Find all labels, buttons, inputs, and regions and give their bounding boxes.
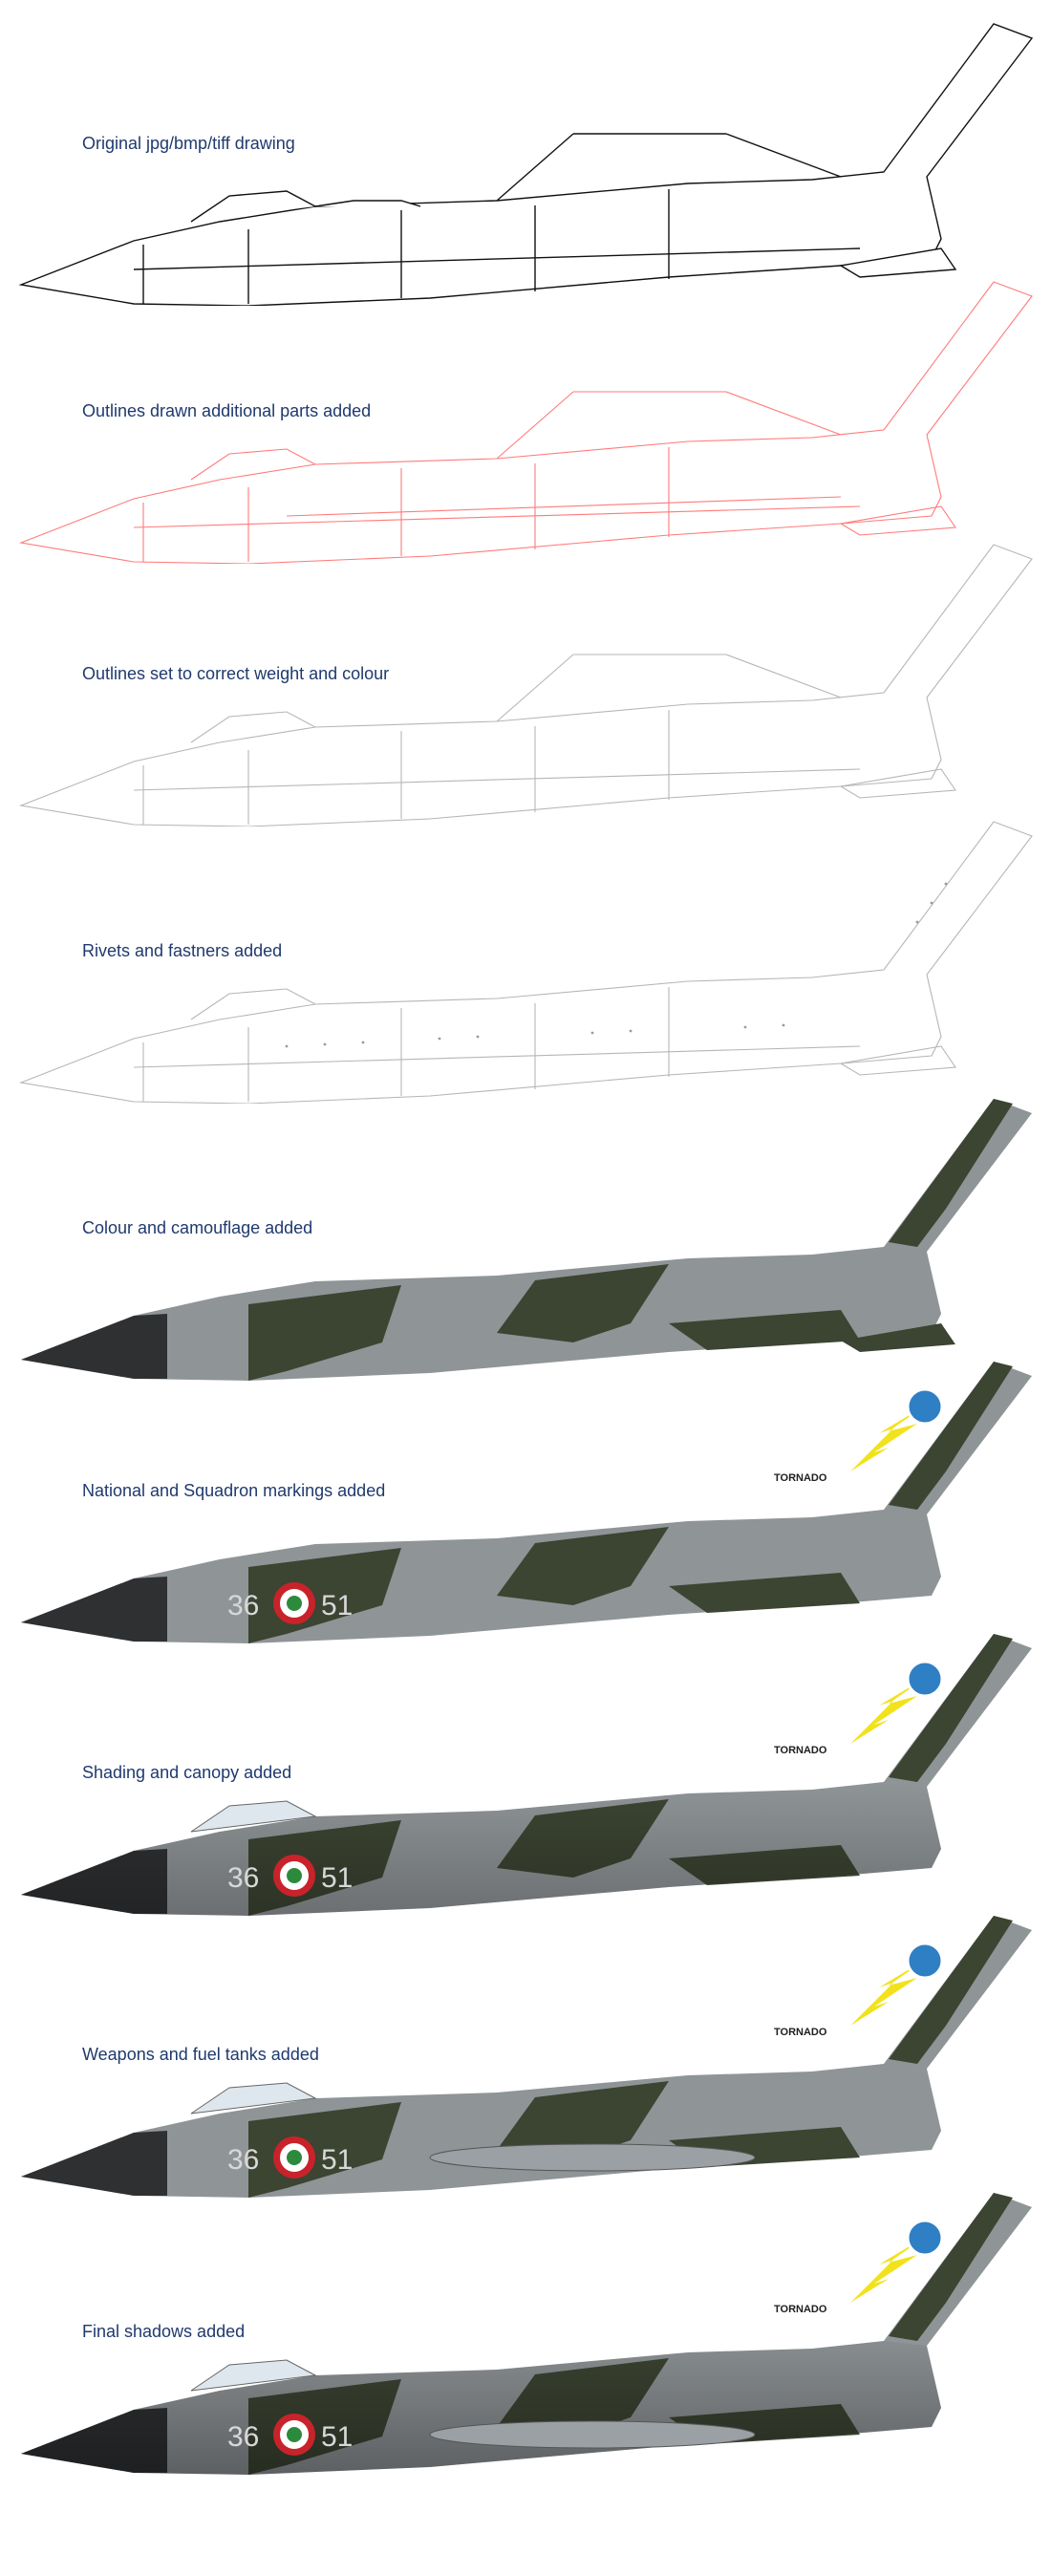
code-left: 36	[227, 2421, 259, 2453]
lightning-emblem	[850, 1677, 927, 1744]
stage-label: Original jpg/bmp/tiff drawing	[82, 134, 295, 153]
stage-label: Final shadows added	[82, 2322, 246, 2341]
code-right: 51	[321, 1862, 353, 1894]
squadron-emblem	[906, 1942, 944, 1980]
aircraft-shaded: 36 51 TORNADO	[21, 1634, 1032, 1916]
roundel	[273, 1855, 315, 1897]
stage-label: Weapons and fuel tanks added	[82, 2045, 319, 2064]
roundel	[273, 2414, 315, 2456]
stage-outlines-drawn: Outlines drawn additional parts added	[0, 277, 1051, 564]
stage-label: Outlines set to correct weight and colou…	[82, 664, 390, 683]
stage-label: Colour and camouflage added	[82, 1218, 313, 1237]
roundel	[273, 1582, 315, 1624]
code-right: 51	[321, 1590, 353, 1621]
tail-text: TORNADO	[774, 1472, 827, 1484]
stage-markings: National and Squadron markings added 36 …	[0, 1357, 1051, 1643]
aircraft-final: 36 51 TORNADO	[21, 2193, 1032, 2475]
lightning-emblem	[850, 2236, 927, 2303]
aircraft-markings: 36 51 TORNADO	[21, 1362, 1032, 1643]
lightning-emblem	[850, 1959, 927, 2026]
squadron-emblem	[906, 1387, 944, 1426]
stage-original-drawing: Original jpg/bmp/tiff drawing	[0, 19, 1051, 306]
missile-pod	[429, 2143, 756, 2172]
stage-final-shadows: Final shadows added 36 51 TORNADO	[0, 2188, 1051, 2475]
tail-text: TORNADO	[774, 2027, 827, 2038]
stage-label: Shading and canopy added	[82, 1763, 292, 1782]
tail-text: TORNADO	[774, 1745, 827, 1756]
squadron-emblem	[906, 1660, 944, 1698]
aircraft-lineart-grey	[18, 544, 1033, 826]
stage-label: Outlines drawn additional parts added	[82, 401, 372, 420]
aircraft-camouflage	[21, 1099, 1032, 1381]
missile-pod	[429, 2420, 756, 2449]
code-left: 36	[227, 2144, 259, 2176]
stage-rivets: Rivets and fastners added	[0, 817, 1051, 1104]
stage-label: National and Squadron markings added	[82, 1481, 386, 1500]
roundel	[273, 2136, 315, 2179]
code-right: 51	[321, 2144, 353, 2176]
aircraft-weapons: 36 51 TORNADO	[21, 1916, 1032, 2198]
lightning-emblem	[850, 1405, 927, 1471]
code-left: 36	[227, 1590, 259, 1621]
code-left: 36	[227, 1862, 259, 1894]
tail-text: TORNADO	[774, 2304, 827, 2315]
aircraft-lineart-original	[18, 23, 1034, 306]
aircraft-lineart-rivets	[18, 821, 1033, 1104]
stage-outlines-weight: Outlines set to correct weight and colou…	[0, 540, 1051, 826]
stage-weapons-tanks: Weapons and fuel tanks added 36 51 TORNA…	[0, 1911, 1051, 2198]
stage-shading-canopy: Shading and canopy added 36 51 TORNADO	[0, 1629, 1051, 1916]
stage-label: Rivets and fastners added	[82, 941, 283, 960]
code-right: 51	[321, 2421, 353, 2453]
stage-colour-camouflage: Colour and camouflage added	[0, 1094, 1051, 1381]
aircraft-lineart-red	[18, 281, 1033, 564]
squadron-emblem	[906, 2219, 944, 2257]
